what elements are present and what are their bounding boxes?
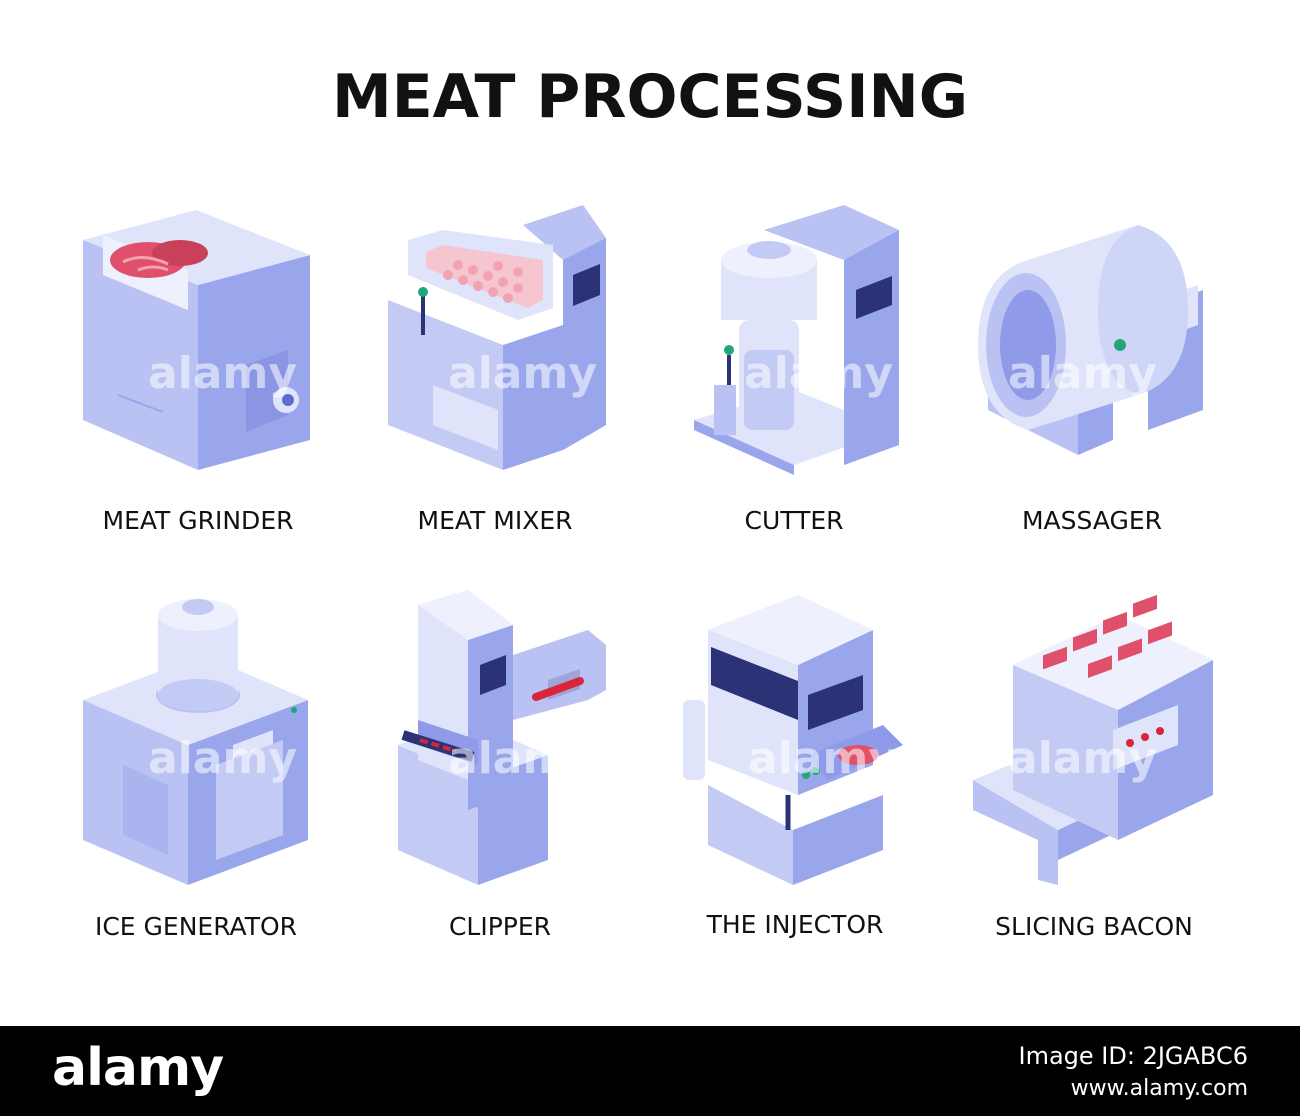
watermark: alamy xyxy=(744,348,893,399)
massager-icon xyxy=(978,225,1203,455)
machine-label: ICE GENERATOR xyxy=(94,912,298,941)
machine-label: MEAT GRINDER xyxy=(102,506,294,535)
slicing-bacon-cell: alamy xyxy=(948,585,1248,885)
cutter-cell: alamy xyxy=(644,200,944,500)
cutter-icon xyxy=(694,205,899,475)
machine-label: CLIPPER xyxy=(448,912,552,941)
clipper-icon xyxy=(398,590,606,885)
machine-label: CUTTER xyxy=(744,506,844,535)
meat-mixer-icon xyxy=(388,205,606,470)
injector-cell: alamy xyxy=(648,585,948,885)
injector-icon xyxy=(683,595,903,885)
ice-generator-icon xyxy=(83,599,308,885)
clipper-cell: alamy xyxy=(348,585,648,885)
watermark: alamy xyxy=(448,348,597,399)
machine-label: MASSAGER xyxy=(1021,506,1163,535)
machine-label: MEAT MIXER xyxy=(417,506,573,535)
watermark: alamy xyxy=(1008,348,1157,399)
machine-label: THE INJECTOR xyxy=(706,910,884,939)
watermark: alamy xyxy=(748,733,897,784)
meat-mixer-cell: alamy xyxy=(348,200,648,500)
meat-grinder-icon xyxy=(83,210,310,470)
site-url[interactable]: www.alamy.com xyxy=(1070,1076,1248,1101)
watermark: alamy xyxy=(1008,733,1157,784)
watermark: alamy xyxy=(148,733,297,784)
slicing-bacon-icon xyxy=(973,594,1213,885)
massager-cell: alamy xyxy=(948,200,1248,500)
footer-bar: alamy Image ID: 2JGABC6 www.alamy.com xyxy=(0,1026,1300,1116)
watermark: alamy xyxy=(148,348,297,399)
machine-label: SLICING BACON xyxy=(995,912,1193,941)
alamy-logo[interactable]: alamy xyxy=(52,1038,224,1098)
ice-generator-cell: alamy xyxy=(48,585,348,885)
watermark: alamy xyxy=(448,733,597,784)
image-id: Image ID: 2JGABC6 xyxy=(1018,1042,1249,1070)
page-title: MEAT PROCESSING xyxy=(331,62,968,132)
meat-grinder-cell: alamy xyxy=(48,200,348,500)
